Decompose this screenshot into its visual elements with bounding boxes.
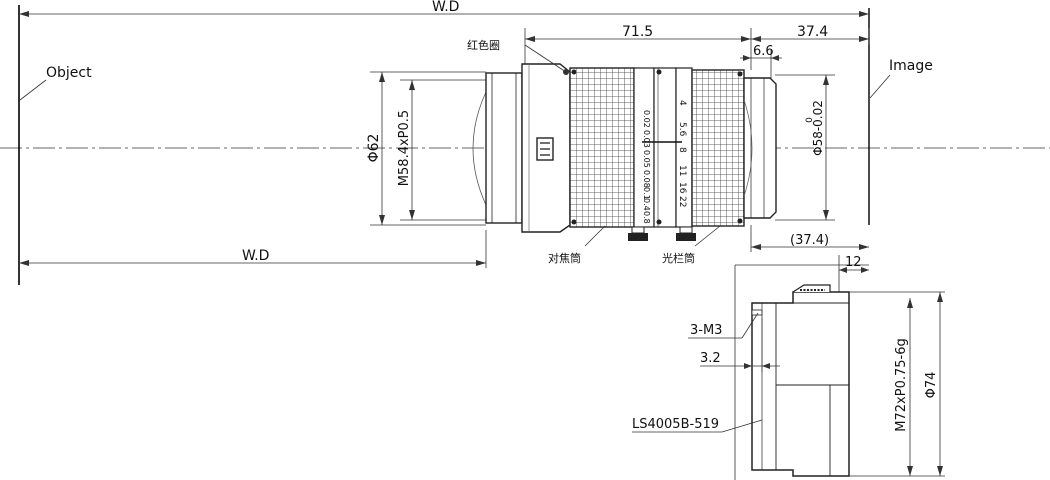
dim-37-4-paren: (37.4) (790, 233, 829, 248)
adapter-ls4005b (751, 284, 850, 477)
dim-3-2: 3.2 (700, 351, 721, 366)
dim-phi58-upper: 0 (805, 117, 815, 123)
focus-scale-5: 0.4 (642, 198, 651, 211)
dim-12: 12 (845, 255, 862, 270)
focus-scale-6: 0.8 (642, 211, 651, 224)
focus-scale-2: 0.05 (642, 150, 651, 168)
focus-scale-3: 0.08 (642, 170, 651, 188)
adapter-model-label: LS4005B-519 (632, 417, 719, 432)
screw-label: 3-M3 (690, 323, 722, 338)
wd-bottom-label: W.D (242, 248, 269, 264)
dim-adapter-thread: M72xP0.75-6g (894, 338, 909, 431)
focus-barrel-label: 对焦筒 (548, 251, 581, 265)
iris-scale-1: 5.6 (677, 122, 687, 137)
dim-37-4: 37.4 (797, 24, 828, 40)
object-leader (19, 79, 47, 101)
iris-scale-2: 8 (677, 147, 687, 153)
focus-scale-4: 0.1 (642, 187, 651, 200)
dim-71-5: 71.5 (622, 24, 653, 40)
front-hood (485, 72, 523, 224)
dim-adapter-dia: Φ74 (924, 372, 939, 399)
dim-phi58: Φ58-0.02 (811, 100, 825, 156)
object-label: Object (46, 65, 92, 81)
iris-scale-5: 22 (677, 196, 687, 207)
brand-logo (536, 137, 554, 161)
dim-6-6: 6.6 (753, 44, 774, 59)
red-ring-label: 红色圈 (467, 38, 500, 52)
dim-phi62: Φ62 (366, 134, 382, 163)
dim-thread-front: M58.4xP0.5 (397, 110, 412, 186)
iris-ring (691, 69, 745, 227)
iris-ring-base (653, 67, 677, 228)
iris-scale-3: 11 (677, 165, 687, 176)
iris-barrel-label: 光栏筒 (662, 251, 695, 265)
front-lens-curve (472, 91, 487, 206)
focus-lock-screw (628, 226, 648, 241)
focus-ring (569, 67, 635, 228)
focus-scale-0: 0.02 (642, 110, 651, 128)
image-label: Image (889, 58, 933, 74)
wd-top-label: W.D (432, 0, 459, 15)
iris-scale-4: 16 (677, 182, 687, 194)
iris-scale-0: 4 (677, 100, 687, 106)
image-leader (869, 74, 891, 99)
iris-lock-screw (676, 226, 696, 241)
focus-scale-1: 0.03 (642, 130, 651, 148)
rear-mount (743, 77, 777, 219)
